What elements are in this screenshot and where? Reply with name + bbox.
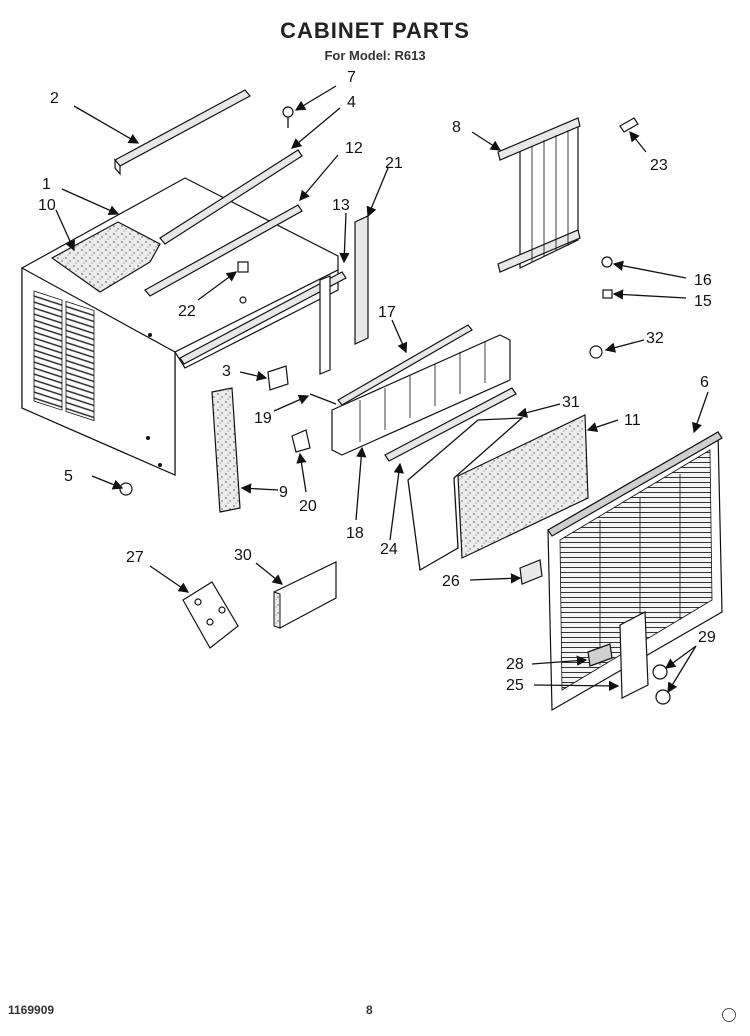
part-25-plate [619,611,649,699]
callout-17: 17 [378,304,396,321]
callout-9: 9 [279,484,288,501]
part-15-nut [602,289,613,299]
part-7-screw [282,106,294,128]
part-11-filter [457,414,589,559]
callout-1: 1 [42,176,51,193]
part-21-vertical-strip [354,215,369,345]
callout-19: 19 [254,410,272,427]
part-30-panel [273,561,337,629]
callout-3: 3 [222,363,231,380]
callout-16: 16 [694,272,712,289]
callout-22: 22 [178,303,196,320]
part-27-bracket [182,581,239,649]
part-24-strip [384,387,517,462]
part-29-knobs [652,664,671,705]
callout-11: 11 [624,412,641,429]
page-title: CABINET PARTS [280,18,470,43]
part-12-strip [144,204,303,297]
callout-32: 32 [646,330,664,347]
callout-29: 29 [698,629,716,646]
part-16-screw [601,256,613,268]
part-22-clip [237,261,249,304]
part-8-side-curtain [497,117,581,273]
cabinet-housing [21,177,339,476]
part-9-foam-strip [211,387,241,513]
callout-26: 26 [442,573,460,590]
part-5-screw [119,482,133,496]
callout-labels: 2 1 10 7 4 12 21 13 22 8 23 16 15 32 17 … [38,69,716,694]
callout-5: 5 [64,468,73,485]
callout-31: 31 [562,394,580,411]
callout-15: 15 [694,293,712,310]
part-4-strip [159,149,303,245]
callout-4: 4 [347,94,356,111]
callout-8: 8 [452,119,461,136]
callout-12: 12 [345,140,363,157]
part-20-knob [291,429,311,453]
leader-lines [55,85,709,694]
callout-24: 24 [380,541,398,558]
callout-21: 21 [385,155,403,172]
part-26-filter-frame [407,417,524,572]
callout-20: 20 [299,498,317,515]
callout-30: 30 [234,547,252,564]
part-19-lever [309,393,337,405]
part-2-top-rail [114,89,251,167]
part-3-bracket [267,365,289,391]
callout-10: 10 [38,197,56,214]
callout-2: 2 [50,90,59,107]
document-number: 1169909 [8,1003,55,1017]
callout-23: 23 [650,157,668,174]
part-6-front-panel [547,430,723,712]
page-number: 8 [366,1003,373,1017]
callout-28: 28 [506,656,524,673]
callout-13: 13 [332,197,350,214]
part-10-insulation-pad [50,221,161,293]
callout-6: 6 [700,374,709,391]
part-23-screw [619,117,639,133]
registration-mark [722,1008,736,1022]
callout-18: 18 [346,525,364,542]
part-13-post [319,275,331,375]
callout-7: 7 [347,69,356,86]
model-subtitle: For Model: R613 [324,48,426,63]
part-18-deflector-frame [331,324,511,456]
callout-27: 27 [126,549,144,566]
callout-25: 25 [506,677,524,694]
part-32-screw [589,345,603,359]
part-28-latch [587,643,613,667]
